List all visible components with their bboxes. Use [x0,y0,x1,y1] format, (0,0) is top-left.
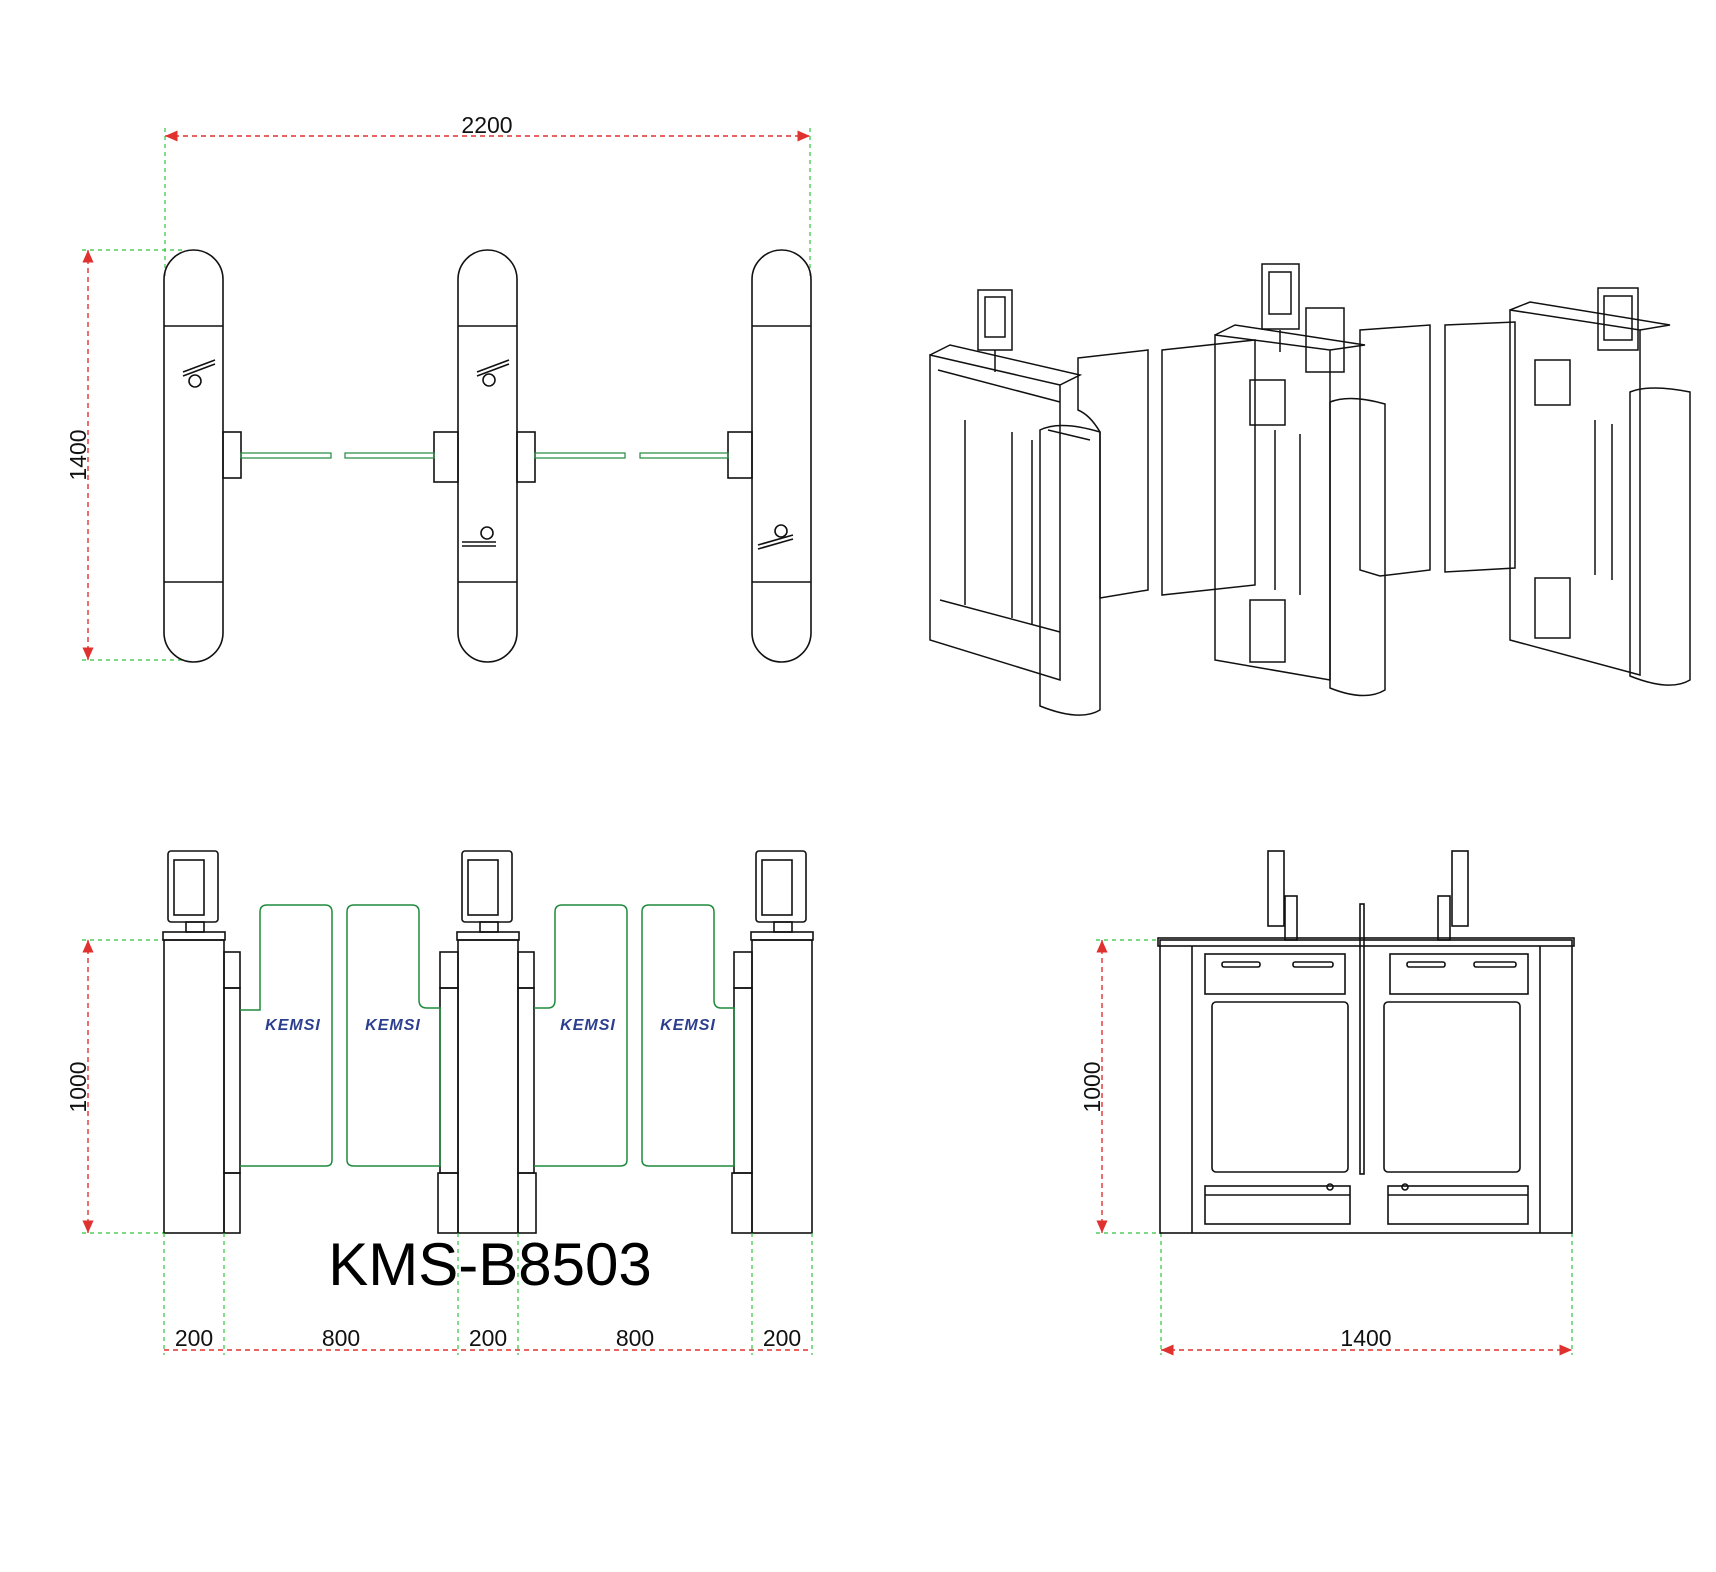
top-depth-dimension: 1400 [65,249,185,661]
top-depth-label: 1400 [65,429,91,480]
top-gate-flaps [240,452,729,459]
side-height-label: 1000 [1079,1061,1105,1112]
side-face-readers [1267,850,1469,941]
segment-label-5: 200 [763,1325,801,1351]
top-cabinet-middle [433,249,536,663]
perspective-view [929,263,1691,716]
brand-label-1: KEMSI [265,1017,321,1034]
perspective-cabinet-left [929,289,1101,716]
segment-label-3: 200 [469,1325,507,1351]
front-cabinet-middle [437,850,537,1234]
segment-label-2: 800 [322,1325,360,1351]
front-view: 1000 [65,850,814,1355]
brand-label-3: KEMSI [560,1017,616,1034]
model-name: KMS-B8503 [328,1231,652,1298]
top-width-label: 2200 [461,112,512,138]
top-cabinet-right [727,249,812,663]
front-cabinet-left [162,850,241,1234]
segment-label-1: 200 [175,1325,213,1351]
segment-label-4: 800 [616,1325,654,1351]
top-view: 2200 1400 [65,112,812,663]
brand-label-4: KEMSI [660,1017,716,1034]
top-cabinet-left [163,249,242,663]
perspective-cabinet-right [1509,287,1691,686]
front-glass-flaps [240,904,735,1167]
front-height-label: 1000 [65,1061,91,1112]
top-width-dimension: 2200 [164,112,811,280]
perspective-glass-panels [1077,321,1516,599]
perspective-cabinet-middle [1214,263,1386,697]
side-view: 1000 1400 [1079,850,1575,1356]
brand-label-2: KEMSI [365,1017,421,1034]
front-cabinet-right [731,850,814,1234]
side-cabinet-body [1157,903,1575,1234]
side-width-dimension: 1400 [1160,1233,1573,1356]
side-height-dimension: 1000 [1079,939,1162,1234]
front-height-dimension: 1000 [65,939,165,1234]
side-width-label: 1400 [1340,1325,1391,1351]
front-segment-dimensions: 200 800 200 800 200 [163,1233,813,1355]
